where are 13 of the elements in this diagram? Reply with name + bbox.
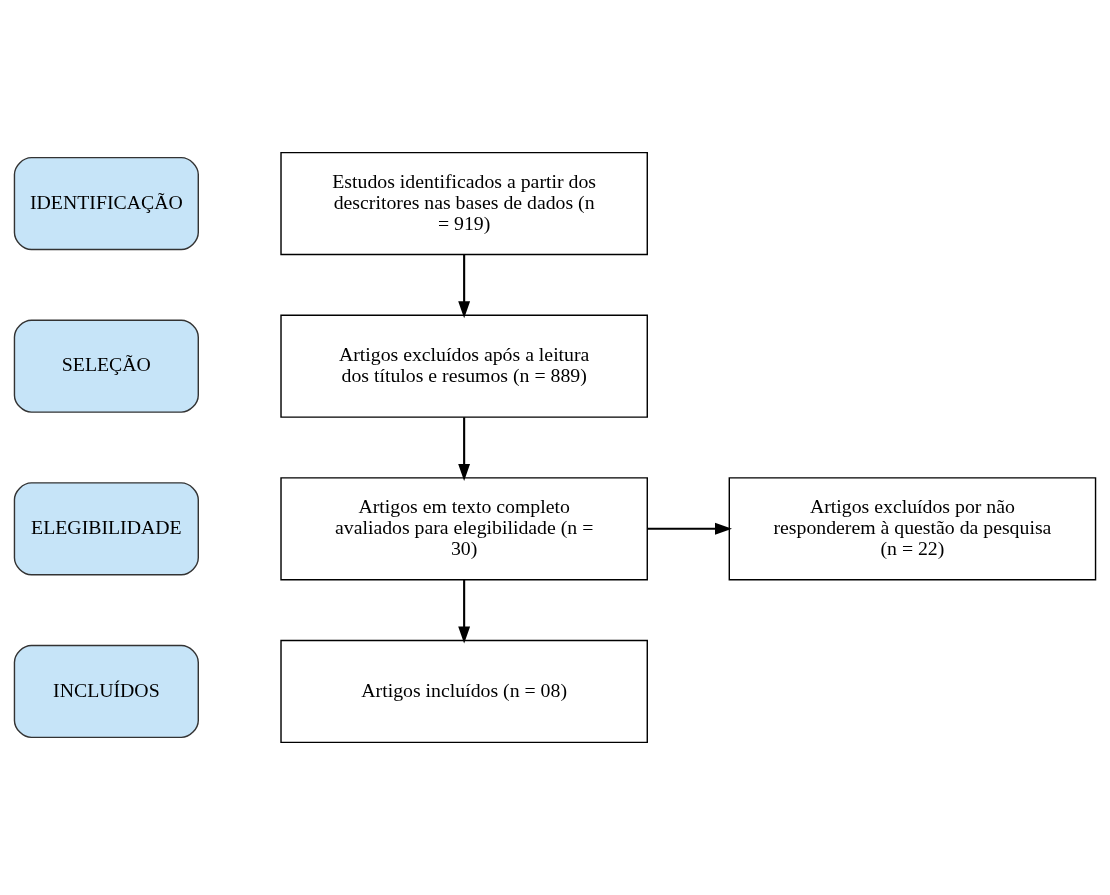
node-box: INCLUÍDOS [13,644,199,739]
arrow [458,579,471,644]
node-box: Artigos excluídos por não responderem à questão da pesquisa (n = 22) [728,477,1097,581]
node-box: Artigos excluídos após a leitura dos títulos e resumos (n = 889) [280,314,648,418]
arrow [647,522,732,535]
node-box: Estudos identificados a partir dos descritores nas bases de dados (n = 919) [280,151,648,256]
node-box: ELEGIBILIDADE [13,482,199,576]
node-box: Artigos em texto completo avaliados para elegibilidade (n = 30) [280,477,648,581]
arrow [458,254,471,319]
node-box: Artigos incluídos (n = 08) [280,639,648,744]
node-box: SELEÇÃO [13,319,199,413]
arrow [458,417,471,481]
node-box: IDENTIFICAÇÃO [13,156,199,251]
